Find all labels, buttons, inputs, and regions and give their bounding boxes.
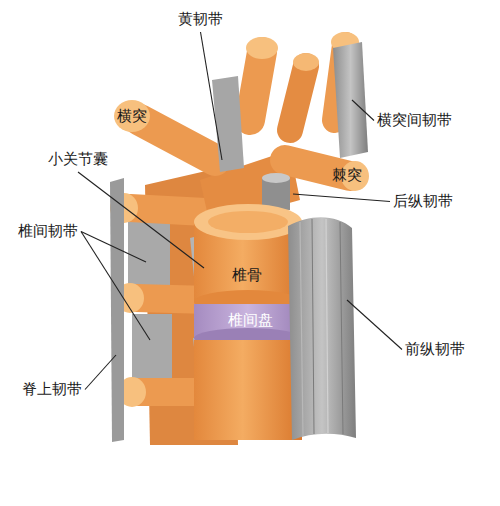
leader-line: [78, 172, 204, 268]
part-label: 后纵韧带: [393, 192, 453, 211]
supraspinous-ligament: [110, 178, 124, 442]
leader-line: [85, 355, 116, 390]
part-label: 小关节囊: [48, 150, 108, 169]
intertransverse-ligament: [333, 42, 368, 158]
process-right: [285, 160, 369, 191]
posterior-longitudinal-ligament: [262, 173, 290, 210]
part-label: 前纵韧带: [405, 340, 465, 359]
part-label: 椎间盘: [228, 311, 273, 330]
vertebral-body: [194, 340, 302, 440]
leader-line: [352, 100, 374, 121]
anterior-longitudinal-ligament: [288, 217, 356, 440]
interspinous-ligament: [132, 314, 172, 378]
transverse-process: [114, 100, 215, 160]
part-label: 脊上韧带: [22, 380, 82, 399]
part-label: 黄韧带: [178, 10, 223, 29]
leader-line: [81, 232, 150, 341]
leader-line: [347, 300, 402, 350]
part-label: 横突间韧带: [377, 111, 452, 130]
part-label: 椎间韧带: [18, 222, 78, 241]
leader-line: [201, 32, 223, 160]
interspinous-ligament: [128, 222, 170, 288]
leader-line: [293, 194, 390, 202]
vertebral-body: [194, 204, 302, 314]
part-label: 棘突: [332, 166, 362, 185]
part-label: 椎骨: [232, 266, 262, 285]
ligamentum-flavum: [212, 76, 244, 172]
part-label: 横突: [117, 107, 147, 126]
